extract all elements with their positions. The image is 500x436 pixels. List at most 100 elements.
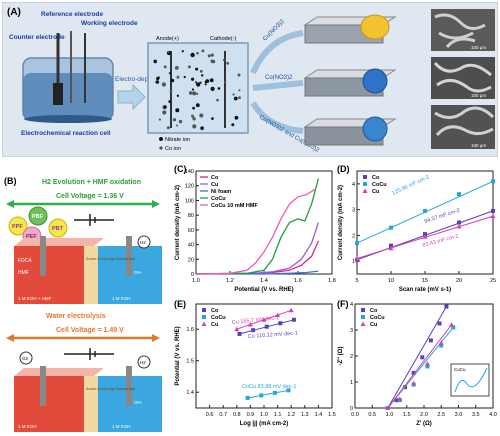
- ion-dot: [207, 54, 211, 58]
- ion-dot: [174, 66, 179, 70]
- ion-dot: [167, 50, 170, 54]
- ion-dot: [222, 58, 226, 62]
- ion-dot: [217, 87, 221, 90]
- data-point: [385, 405, 391, 410]
- ion-dot: [153, 59, 157, 64]
- co-legend: Co ion: [165, 146, 181, 152]
- data-point: [397, 396, 403, 401]
- h2-bubble-bottom: [137, 355, 151, 369]
- legend-label: Cu: [211, 322, 218, 328]
- cell-label: Electrochemical reaction cell: [21, 130, 111, 137]
- ion-dot: [192, 91, 197, 96]
- ion-dot: [158, 118, 161, 121]
- data-point: [411, 370, 416, 375]
- ion-dot: [237, 73, 241, 77]
- foam-slab-cocu: [303, 116, 397, 146]
- annotation-cu: Cu 155.7 mV dec-1: [232, 315, 280, 326]
- chart-tag: (F): [337, 299, 349, 309]
- ion-dot: [199, 81, 202, 84]
- ion-dot: [170, 78, 175, 83]
- legend-label: Cu: [211, 182, 218, 188]
- legend-label: CoCu: [370, 315, 385, 321]
- top-cell: [14, 214, 162, 304]
- data-point: [438, 340, 444, 345]
- inset-frame: [450, 363, 490, 397]
- series-line-cu: [195, 222, 320, 275]
- panel-b: (B) H2 Evolution + HMF oxidation Cell Vo…: [4, 176, 169, 434]
- pbt-label: PBT: [52, 226, 64, 232]
- scalebar-3: 100 μm: [471, 143, 486, 148]
- ion-dot: [161, 82, 166, 87]
- x-tick-label: 1.5: [403, 412, 411, 418]
- y-tick-label: 0: [350, 406, 353, 412]
- ion-dot: [187, 65, 191, 69]
- ion-dot: [231, 123, 235, 127]
- oh-label-top: OH-: [134, 270, 143, 275]
- x-tick-label: 2.0: [420, 412, 428, 418]
- ion-dot: [226, 61, 230, 65]
- fdca-label: FDCA: [18, 258, 32, 264]
- annotation-cocu: CoCu 83.88 mV dec-1: [242, 384, 296, 390]
- y-tick-label: 3: [350, 328, 353, 334]
- pbt-bubble: [48, 218, 68, 238]
- x-tick-label: 10: [388, 278, 394, 284]
- hmf-label: HMF: [18, 270, 29, 276]
- x-tick-label: 1.2: [226, 278, 234, 284]
- co-dot: [159, 146, 163, 150]
- ion-dot: [183, 75, 186, 79]
- ion-dot: [178, 119, 183, 124]
- legend-label: Ni foam: [211, 189, 231, 195]
- y-tick-label: 40: [188, 243, 194, 249]
- y-tick-label: 4: [352, 182, 355, 188]
- data-point: [411, 380, 417, 386]
- o2-bubble: [19, 351, 33, 365]
- pbf-label: PBF: [32, 214, 44, 220]
- y-tick-label: 80: [188, 213, 194, 219]
- y-tick-label: 100: [185, 198, 194, 204]
- series-fit-line: [387, 324, 452, 409]
- x-tick-label: 1.1: [274, 412, 282, 418]
- x-tick-label: 20: [456, 278, 462, 284]
- series-line-cocu: [195, 178, 320, 275]
- x-tick-label: 2.5: [437, 412, 445, 418]
- x-tick-label: 1.4: [260, 278, 268, 284]
- legend-swatch: [363, 175, 367, 179]
- x-tick-label: 4.0: [489, 412, 497, 418]
- ion-dot: [234, 115, 239, 120]
- legend-swatch: [363, 182, 367, 186]
- y-tick-label: 120: [185, 184, 194, 190]
- legend-swatch: [361, 308, 365, 312]
- top-title: H2 Evolution + HMF oxidation: [42, 179, 141, 186]
- annotation-co: Co 110.12 mV dec-1: [248, 331, 298, 340]
- orange-double-arrow: [6, 334, 160, 342]
- data-point: [423, 208, 427, 213]
- panel-a-illustration: (A) Reference electrode Counter electrod…: [7, 7, 495, 154]
- data-point: [437, 321, 442, 326]
- panel-b-tag: (B): [4, 176, 17, 186]
- y-tick-label: 20: [188, 257, 194, 263]
- membrane-bottom: Anion Exchange Membrane: [86, 386, 136, 391]
- y-tick-label: 1: [352, 259, 355, 265]
- data-point: [355, 241, 359, 246]
- y-tick-label: 1: [350, 380, 353, 386]
- data-point: [272, 390, 277, 395]
- ion-dot: [163, 105, 167, 109]
- x-tick-label: 1.6: [294, 278, 302, 284]
- ion-dot: [162, 110, 167, 115]
- data-point: [247, 321, 253, 327]
- ion-dot: [201, 74, 204, 77]
- x-tick-label: 0.7: [219, 412, 227, 418]
- data-point: [491, 208, 495, 213]
- ion-dot: [163, 65, 167, 69]
- ion-dot: [156, 76, 160, 81]
- x-tick-label: 0.9: [247, 412, 255, 418]
- data-point: [425, 364, 430, 369]
- data-point: [444, 304, 449, 309]
- x-tick-label: 15: [422, 278, 428, 284]
- ion-dot: [195, 103, 200, 108]
- top-voltage: Cell Voltage = 1.36 V: [56, 193, 124, 200]
